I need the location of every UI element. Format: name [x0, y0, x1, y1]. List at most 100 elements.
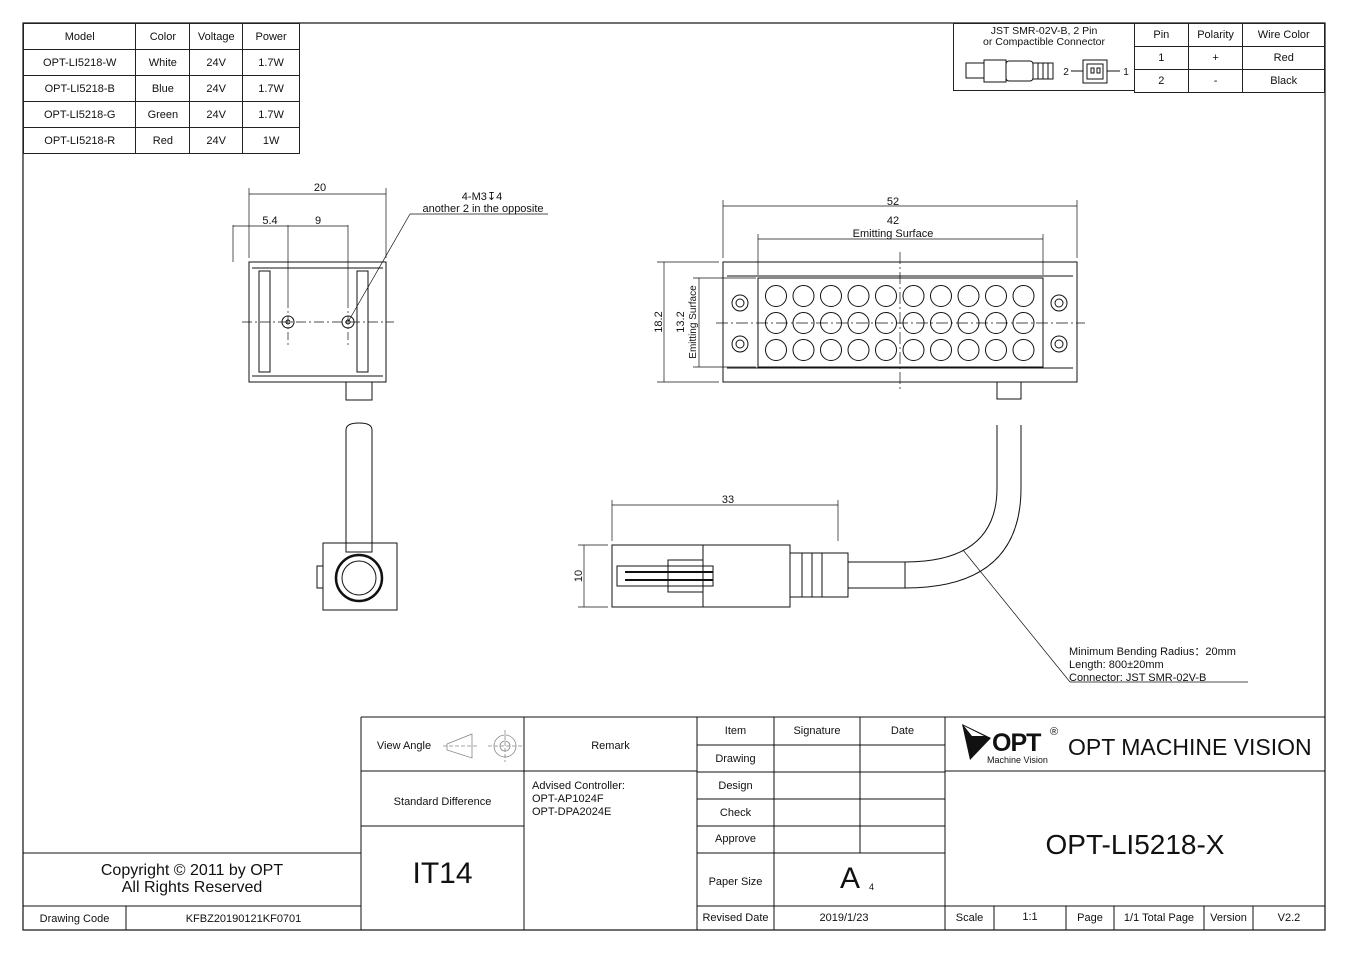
led-icon [792, 339, 815, 361]
cell-power: 1W [242, 127, 300, 154]
models-table-header: Model Color Voltage Power [22, 23, 300, 50]
cable-note-connector: Connector: JST SMR-02V-B [1069, 672, 1206, 684]
thread-note-2: another 2 in the opposite [422, 203, 543, 215]
thread-note: 4-M3↧4 [462, 191, 502, 203]
led-icon [820, 285, 842, 307]
led-icon [875, 339, 897, 361]
header-power: Power [242, 23, 300, 50]
remark-controller-2: OPT-DPA2024E [532, 806, 612, 818]
version-value: V2.2 [1277, 912, 1301, 924]
cell-pin: 1 [1134, 46, 1189, 70]
header-pin: Pin [1134, 23, 1189, 47]
revised-date-label: Revised Date [702, 912, 769, 924]
scale-value: 1:1 [1022, 911, 1038, 923]
drawing-code-value: KFBZ20190121KF0701 [185, 913, 302, 925]
dim-10: 10 [573, 570, 585, 582]
cell-wire-color: Red [1242, 46, 1325, 70]
dim-52: 52 [887, 196, 899, 208]
copyright-line-1: Copyright © 2011 by OPT [100, 862, 284, 879]
cell-voltage: 24V [189, 101, 244, 128]
remark-controller-1: OPT-AP1024F [532, 793, 604, 805]
opt-logo-icon [962, 724, 991, 760]
header-polarity: Polarity [1187, 23, 1244, 47]
drawing-code-label: Drawing Code [39, 913, 110, 925]
cable-note-radius: Minimum Bending Radius：20mm [1069, 646, 1236, 658]
logo-text: OPT [992, 729, 1041, 757]
table-row: OPT-LI5218-B Blue 24V 1.7W [22, 75, 300, 102]
dim-13-2: 13.2 [675, 311, 687, 332]
pin-table-header: Pin Polarity Wire Color [1134, 23, 1325, 47]
header-model: Model [22, 23, 137, 50]
cell-color: Green [135, 101, 191, 128]
cell-voltage: 24V [189, 127, 244, 154]
emitting-surface-v: Emitting Surface [688, 285, 699, 359]
dim-33: 33 [722, 494, 734, 506]
cell-voltage: 24V [189, 75, 244, 102]
revised-date-value: 2019/1/23 [819, 912, 869, 924]
cell-power: 1.7W [242, 101, 300, 128]
emitting-surface-h: Emitting Surface [853, 228, 934, 240]
led-icon [1012, 339, 1035, 361]
led-icon [765, 339, 787, 361]
led-icon [985, 339, 1007, 361]
led-icon [957, 339, 980, 361]
cell-voltage: 24V [189, 49, 244, 76]
led-icon [875, 285, 897, 307]
remark-label: Remark [591, 740, 630, 752]
design-label: Design [718, 780, 753, 792]
connector-icon [965, 59, 1120, 84]
pin-table: Pin Polarity Wire Color 1 + Red 2 - Blac… [1134, 23, 1325, 93]
header-wire-color: Wire Color [1242, 23, 1325, 47]
sheet-border [22, 22, 1326, 931]
dim-5-4: 5.4 [262, 215, 277, 227]
connector-spec-box: JST SMR-02V-B, 2 Pin or Compactible Conn… [953, 23, 1135, 91]
header-voltage: Voltage [189, 23, 244, 50]
cell-model: OPT-LI5218-B [22, 75, 137, 102]
cell-power: 1.7W [242, 75, 300, 102]
approve-label: Approve [715, 833, 756, 845]
drawing-label: Drawing [715, 753, 756, 765]
led-icon [930, 339, 952, 361]
table-row: OPT-LI5218-W White 24V 1.7W [22, 49, 300, 76]
models-table: Model Color Voltage Power OPT-LI5218-W W… [22, 23, 300, 154]
led-icon [847, 339, 870, 361]
pin-label-2: 2 [1063, 67, 1069, 78]
led-icon [765, 285, 787, 307]
header-color: Color [135, 23, 191, 50]
connector-title-1: JST SMR-02V-B, 2 Pin [990, 25, 1098, 37]
dim-42: 42 [887, 215, 899, 227]
led-icon [792, 285, 815, 307]
dim-18-2: 18.2 [653, 311, 665, 332]
title-block-lines [23, 716, 1325, 930]
cell-polarity: + [1187, 46, 1244, 70]
led-icon [930, 285, 952, 307]
table-row: 2 - Black [1134, 69, 1325, 93]
standard-difference-label: Standard Difference [393, 796, 492, 808]
front-view [657, 200, 1085, 400]
company-name: OPT MACHINE VISION [1068, 734, 1312, 760]
cell-model: OPT-LI5218-R [22, 127, 137, 154]
projection-symbol-icon [443, 730, 522, 762]
copyright-line-2: All Rights Reserved [121, 879, 263, 896]
signature-label: Signature [793, 725, 841, 737]
cell-wire-color: Black [1242, 69, 1325, 93]
led-icon [902, 339, 925, 361]
logo-registered: ® [1050, 726, 1059, 738]
page-label: Page [1077, 912, 1103, 924]
pin-label-1: 1 [1123, 67, 1129, 78]
scale-label: Scale [955, 912, 984, 924]
paper-size-value: A [840, 862, 861, 895]
table-row: 1 + Red [1134, 46, 1325, 70]
cell-color: White [135, 49, 191, 76]
logo-subtitle: Machine Vision [987, 755, 1048, 765]
side-view [232, 188, 548, 611]
cell-model: OPT-LI5218-W [22, 49, 137, 76]
version-label: Version [1210, 912, 1247, 924]
part-number: OPT-LI5218-X [1045, 829, 1225, 860]
tolerance-value: IT14 [412, 857, 473, 890]
led-icon [902, 285, 925, 307]
date-label: Date [890, 725, 915, 737]
table-row: OPT-LI5218-G Green 24V 1.7W [22, 101, 300, 128]
